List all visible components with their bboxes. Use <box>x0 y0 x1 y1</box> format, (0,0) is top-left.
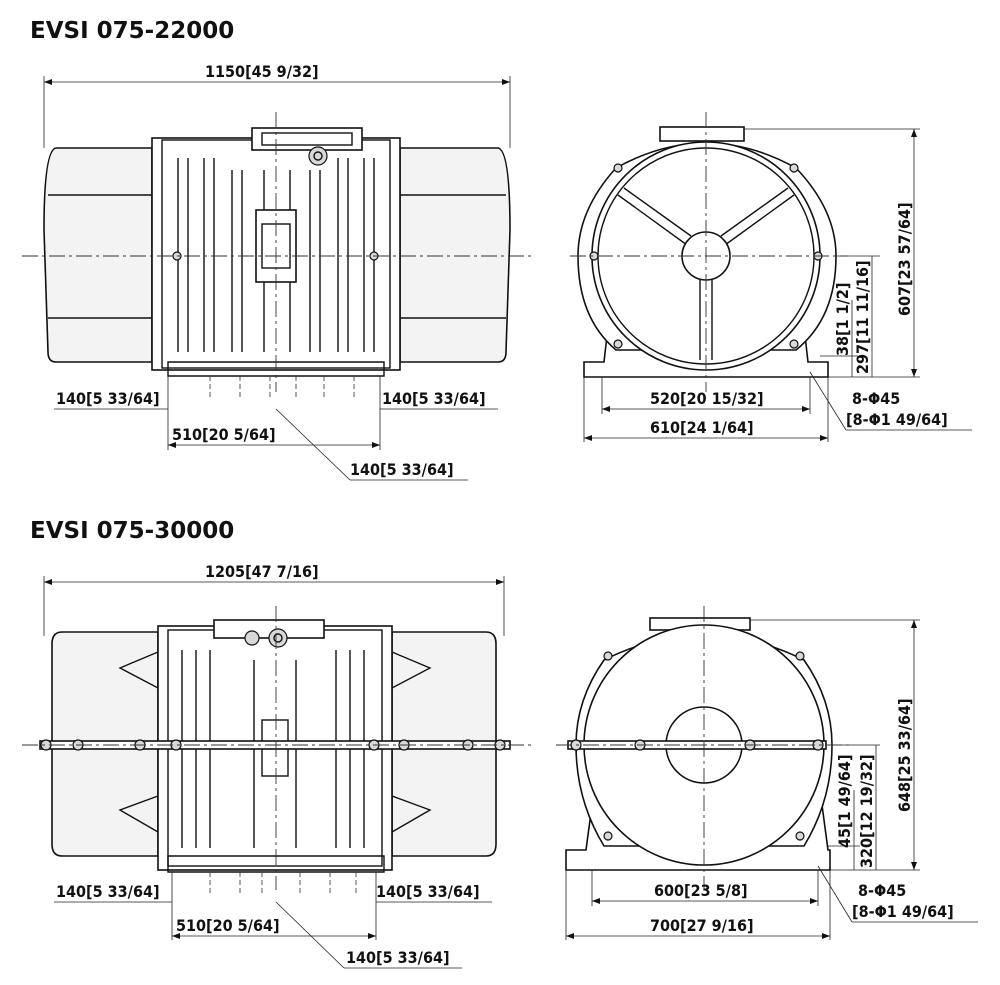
dim-holes-inch: [8-Φ1 49/64] <box>852 902 954 921</box>
end-view: 648[25 33/64] 320[12 19/32] 45[1 49/64] <box>556 606 978 940</box>
dim-shaft-height: 297[11 11/16] <box>853 260 872 374</box>
model-title: EVSI 075-30000 <box>30 518 234 544</box>
dim-foot-thickness: 38[1 1/2] <box>833 283 852 357</box>
dim-hole-pitch: 140[5 33/64] <box>346 948 450 967</box>
dim-holes: 8-Φ45 <box>852 389 900 408</box>
dim-overall-length: 1150[45 9/32] <box>205 62 319 81</box>
dim-hole-spacing: 510[20 5/64] <box>172 425 276 444</box>
end-view: 607[23 57/64] 297[11 11/16] 38[1 1/2] <box>570 112 972 442</box>
drawing-evsi-075-30000: EVSI 075-30000 1205[47 7/16] <box>22 518 978 969</box>
dim-overall-length: 1205[47 7/16] <box>205 562 319 581</box>
dim-left-offset: 140[5 33/64] <box>56 882 160 901</box>
drawing-evsi-075-22000: EVSI 075-22000 1150[45 9/32] <box>22 18 972 481</box>
dim-overall-height: 648[25 33/64] <box>895 698 914 812</box>
dim-hole-pitch: 140[5 33/64] <box>350 460 454 479</box>
side-view: 1150[45 9/32] <box>22 62 532 481</box>
dim-foot-thickness: 45[1 49/64] <box>835 754 854 848</box>
dim-shaft-height: 320[12 19/32] <box>857 754 876 868</box>
dim-holes-inch: [8-Φ1 49/64] <box>846 410 948 429</box>
model-title: EVSI 075-22000 <box>30 18 234 44</box>
dim-right-offset: 140[5 33/64] <box>376 882 480 901</box>
dim-hole-span: 520[20 15/32] <box>650 389 764 408</box>
dim-left-offset: 140[5 33/64] <box>56 389 160 408</box>
dim-hole-span: 600[23 5/8] <box>654 881 748 900</box>
dim-hole-spacing: 510[20 5/64] <box>176 916 280 935</box>
dim-overall-height: 607[23 57/64] <box>895 202 914 316</box>
dim-base-width: 700[27 9/16] <box>650 916 754 935</box>
side-view: 1205[47 7/16] <box>22 562 532 969</box>
dim-holes: 8-Φ45 <box>858 881 906 900</box>
dim-base-width: 610[24 1/64] <box>650 418 754 437</box>
dim-right-offset: 140[5 33/64] <box>382 389 486 408</box>
